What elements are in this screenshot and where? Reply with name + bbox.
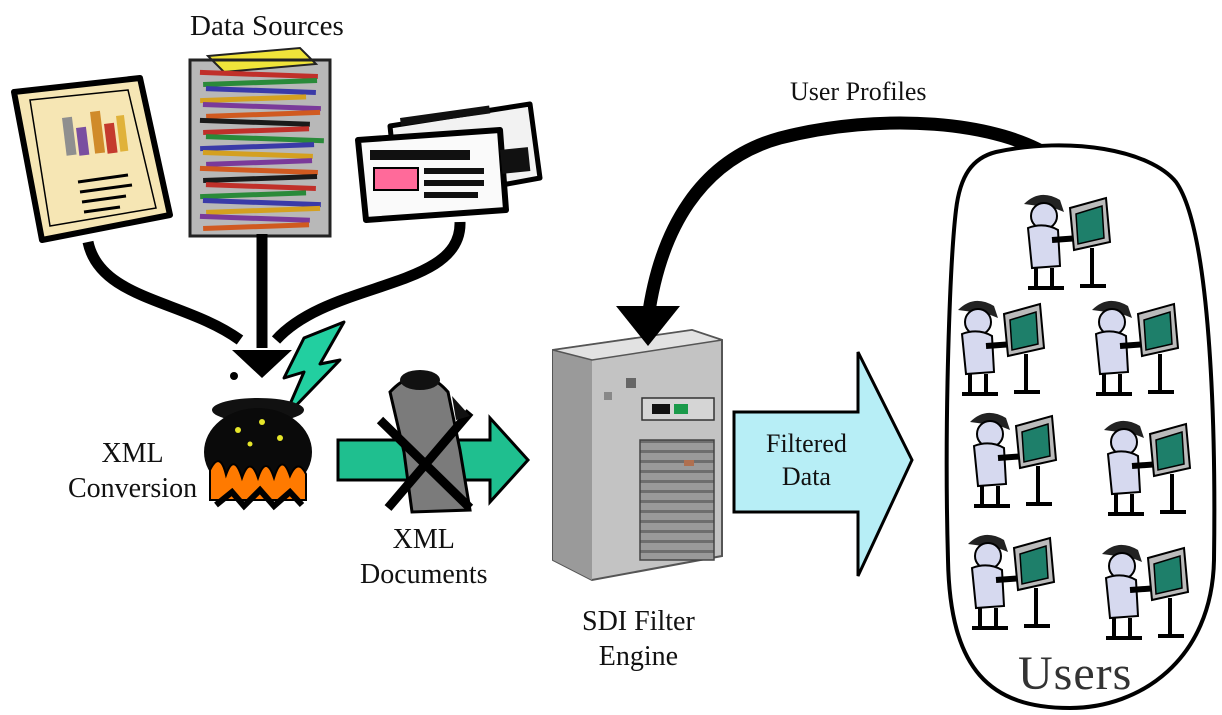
user-at-computer-icon xyxy=(970,412,1058,508)
report-document-icon xyxy=(11,75,173,243)
source-arrows xyxy=(82,221,466,378)
users-label: Users xyxy=(1018,647,1133,700)
users-group xyxy=(944,143,1217,711)
filtered-line1: Filtered xyxy=(766,429,847,458)
user-at-computer-icon xyxy=(1092,300,1180,396)
filtered-data-label: Filtered Data xyxy=(766,428,847,493)
xml-conversion-label: XML Conversion xyxy=(68,436,197,506)
data-sources-label: Data Sources xyxy=(190,10,344,42)
xml-conversion-line2: Conversion xyxy=(68,473,198,504)
user-profiles-label: User Profiles xyxy=(790,77,927,106)
filtered-data-arrow xyxy=(732,351,914,577)
xml-documents-line1: XML xyxy=(392,524,455,555)
newspapers-icon xyxy=(355,101,543,223)
server-tower-icon xyxy=(552,328,723,582)
xml-conversion-line1: XML xyxy=(101,438,164,469)
paper-stack-icon xyxy=(188,46,332,238)
sdi-filter-engine-label: SDI Filter Engine xyxy=(582,604,695,674)
user-at-computer-icon xyxy=(958,300,1046,396)
user-at-computer-icon xyxy=(1102,544,1190,640)
filtered-line2: Data xyxy=(781,461,831,491)
user-at-computer-icon xyxy=(968,534,1056,630)
merge-arrowhead xyxy=(232,350,292,378)
user-profiles-arrow xyxy=(616,116,1060,346)
xml-documents-line2: Documents xyxy=(360,559,488,590)
sdi-line2: Engine xyxy=(598,641,679,672)
wizard-icon xyxy=(376,370,474,514)
sdi-line1: SDI Filter xyxy=(582,606,695,637)
user-at-computer-icon xyxy=(1104,420,1192,516)
xml-documents-label: XML Documents xyxy=(360,522,488,592)
cauldron-icon xyxy=(204,372,312,511)
lightning-icon xyxy=(282,320,346,420)
user-at-computer-icon xyxy=(1024,194,1112,290)
